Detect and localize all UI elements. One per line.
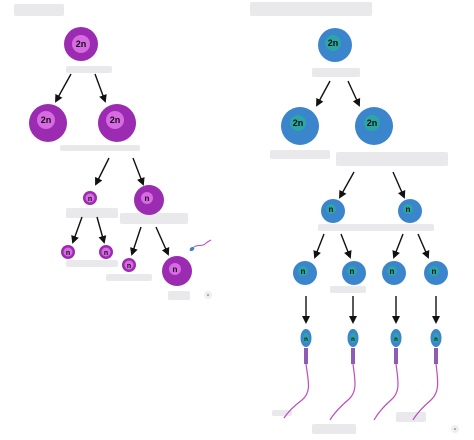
ploidy-label: n [88,196,92,203]
info-dot-icon[interactable] [204,291,212,299]
polar-body-cell: n [99,245,113,259]
info-dot-icon[interactable] [451,425,459,433]
redacted-label [312,68,360,77]
redacted-label [60,145,140,151]
ploidy-label: n [394,337,398,343]
spermatogonium-cell: 2n [318,28,352,62]
left-panel: 2n 2n 2n n n [29,27,212,299]
ploidy-label: n [350,267,355,276]
arrow [95,157,110,186]
redacted-label [120,213,188,224]
spermatid-cell: n [424,261,448,285]
right-panel: 2n 2n 2n n n [281,28,459,433]
redacted-label [318,224,434,231]
ploidy-label: n [434,337,438,343]
redacted-labels [14,2,448,434]
arrow [155,226,170,256]
sperm-cell: n [412,329,442,421]
ploidy-label: 2n [41,115,52,125]
ploidy-label: n [104,250,108,257]
arrow [132,157,145,186]
ploidy-label: n [301,267,306,276]
arrow [55,73,72,103]
sperm-cell: n [373,329,402,421]
arrow [417,233,430,259]
redacted-label [330,286,366,293]
arrow [94,73,107,103]
spermatid-cell: n [293,261,317,285]
ploidy-label: 2n [293,118,304,128]
sperm-cell: n [329,329,359,421]
arrow [96,216,107,244]
ploidy-label: 2n [328,38,339,48]
arrow [392,171,406,199]
ploidy-label: n [329,205,334,214]
polar-body-cell: n [83,191,97,205]
primary-spermatocyte-cell: 2n [355,107,393,145]
ploidy-label: 2n [110,115,121,125]
primary-oocyte-cell: 2n [29,104,67,142]
redacted-label [168,291,190,300]
arrow [340,233,352,259]
redacted-label [250,2,372,16]
primary-oocyte-cell: 2n [98,104,136,142]
redacted-label [66,208,118,218]
ploidy-label: n [406,205,411,214]
ploidy-label: n [304,337,308,343]
arrow [313,233,325,259]
ploidy-label: n [145,194,150,203]
arrow [130,226,142,256]
spermatid-cell: n [382,261,406,285]
ploidy-label: n [127,263,131,270]
arrow [339,171,355,199]
sperm-cell: n [283,329,312,419]
ploidy-label: 2n [367,118,378,128]
redacted-label [66,66,112,73]
arrow [392,233,404,259]
redacted-label [336,152,448,166]
ploidy-label: n [432,267,437,276]
redacted-label [66,260,118,267]
redacted-label [106,274,152,281]
redacted-label [396,412,426,422]
ploidy-label: n [173,265,178,274]
secondary-spermatocyte-cell: n [321,199,345,223]
secondary-oocyte-cell: n [134,185,164,215]
oogonium-cell: 2n [64,27,98,61]
ploidy-label: n [351,337,355,343]
arrow [347,80,361,107]
ploidy-label: n [390,267,395,276]
redacted-label [14,4,64,16]
ploidy-label: n [66,250,70,257]
redacted-label [312,424,356,434]
ploidy-label: 2n [76,39,87,49]
spermatid-cell: n [342,261,366,285]
polar-body-cell: n [122,258,136,272]
secondary-spermatocyte-cell: n [398,199,422,223]
arrow [71,216,83,244]
polar-body-cell: n [61,245,75,259]
primary-spermatocyte-cell: 2n [281,107,319,145]
arrow [316,80,331,107]
ootid-cell: n [162,256,192,286]
approaching-sperm [189,239,212,252]
redacted-label [270,150,330,159]
